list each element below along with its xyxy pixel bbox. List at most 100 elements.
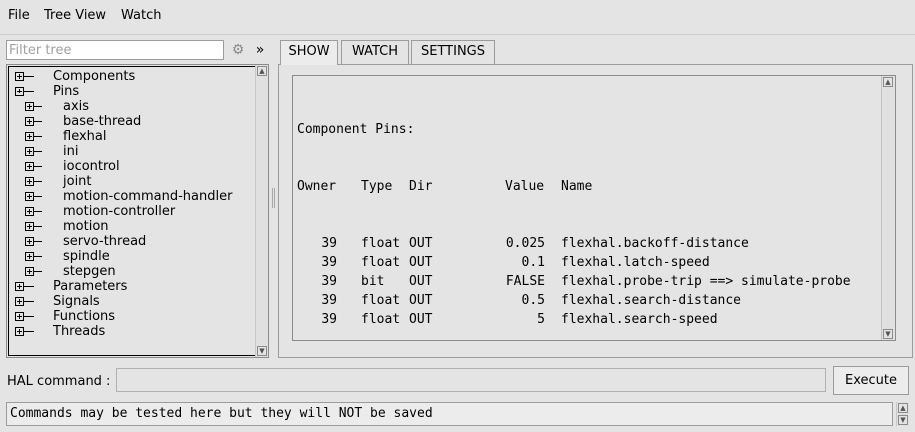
expand-icon[interactable] (15, 297, 24, 306)
tree-item-label: spindle (63, 249, 110, 264)
scroll-down-icon[interactable]: ▼ (898, 415, 908, 425)
tree-item[interactable]: iocontrol (9, 159, 255, 174)
expand-icon[interactable] (25, 177, 34, 186)
menu-file[interactable]: File (8, 8, 30, 23)
tree-connector (24, 331, 34, 332)
tree-item-label: Pins (53, 84, 80, 99)
tree-item-label: joint (63, 174, 92, 189)
expand-icon[interactable] (25, 192, 34, 201)
tree-connector (34, 271, 42, 272)
hal-command-label: HAL command : (7, 374, 111, 389)
output-scrollbar[interactable]: ▲ ▼ (881, 76, 894, 340)
pin-value: FALSE (505, 274, 545, 289)
expand-icon[interactable] (15, 312, 24, 321)
tab-show[interactable]: SHOW (280, 40, 338, 65)
tree-connector (19, 89, 20, 93)
pin-name: flexhal.backoff-distance (561, 236, 749, 251)
pin-type: float (361, 293, 401, 308)
output-heading: Component Pins: (297, 122, 415, 137)
tree-connector (34, 151, 42, 152)
pin-dir: OUT (409, 236, 433, 251)
scroll-up-icon[interactable]: ▲ (257, 66, 267, 76)
tree-item-label: servo-thread (63, 234, 147, 249)
expand-icon[interactable]: » (255, 42, 265, 58)
tree-item[interactable]: motion-controller (9, 204, 255, 219)
tree-item-label: base-thread (63, 114, 142, 129)
tree-item[interactable]: Threads (9, 324, 255, 339)
menu-watch[interactable]: Watch (121, 8, 162, 23)
hal-command-input[interactable] (116, 368, 826, 392)
tree-connector (34, 226, 42, 227)
tree-item[interactable]: stepgen (9, 264, 255, 279)
expand-icon[interactable] (25, 162, 34, 171)
splitter-handle[interactable] (272, 188, 275, 208)
tree-connector (24, 301, 34, 302)
tree-item-label: motion-controller (63, 204, 176, 219)
status-scrollbar[interactable]: ▲ ▼ (896, 402, 909, 426)
pin-owner: 39 (321, 293, 337, 308)
tree-item[interactable]: base-thread (9, 114, 255, 129)
pin-name: flexhal.probe-trip ==> simulate-probe (561, 274, 851, 289)
scroll-down-icon[interactable]: ▼ (257, 346, 267, 356)
pin-owner: 39 (321, 274, 337, 289)
tree-item[interactable]: Components (9, 69, 255, 84)
tree-item[interactable]: spindle (9, 249, 255, 264)
tab-settings[interactable]: SETTINGS (411, 40, 495, 64)
scroll-down-icon[interactable]: ▼ (883, 329, 893, 339)
expand-icon[interactable] (15, 282, 24, 291)
expand-icon[interactable] (25, 147, 34, 156)
tab-watch[interactable]: WATCH (341, 40, 409, 64)
expand-icon[interactable] (25, 237, 34, 246)
tree-item[interactable]: Parameters (9, 279, 255, 294)
tree-item[interactable]: motion-command-handler (9, 189, 255, 204)
tree-scrollbar[interactable]: ▲ ▼ (255, 65, 268, 357)
tree-item[interactable]: Signals (9, 294, 255, 309)
expand-icon[interactable] (25, 222, 34, 231)
pin-dir: OUT (409, 293, 433, 308)
tree-item[interactable]: axis (9, 99, 255, 114)
tree-item-label: ini (63, 144, 79, 159)
tree-connector (24, 316, 34, 317)
tree-connector (34, 256, 42, 257)
menu-tree-view[interactable]: Tree View (44, 8, 107, 23)
pin-dir: OUT (409, 255, 433, 270)
expand-icon[interactable] (25, 132, 34, 141)
expand-icon[interactable] (15, 327, 24, 336)
scroll-up-icon[interactable]: ▲ (898, 403, 908, 413)
expand-icon[interactable] (25, 267, 34, 276)
expand-icon[interactable] (25, 207, 34, 216)
col-value: Value (505, 179, 545, 194)
show-output: Component Pins: Owner Type Dir Value Nam… (292, 75, 896, 341)
pin-value: 0.1 (521, 255, 545, 270)
tree-item[interactable]: motion (9, 219, 255, 234)
pin-dir: OUT (409, 274, 433, 289)
filter-tree-input[interactable] (6, 40, 224, 60)
tree-item[interactable]: ini (9, 144, 255, 159)
tree-item[interactable]: servo-thread (9, 234, 255, 249)
tree-item[interactable]: joint (9, 174, 255, 189)
tree-connector (34, 196, 42, 197)
pin-owner: 39 (321, 236, 337, 251)
tree-item-label: Parameters (53, 279, 128, 294)
tree-connector (24, 286, 34, 287)
tree-item[interactable]: Pins (9, 84, 255, 99)
tree-item-label: stepgen (63, 264, 116, 279)
col-type: Type (361, 179, 393, 194)
execute-button[interactable]: Execute (833, 366, 909, 395)
tree-item[interactable]: Functions (9, 309, 255, 324)
expand-icon[interactable] (25, 102, 34, 111)
scroll-up-icon[interactable]: ▲ (883, 77, 893, 87)
pin-owner: 39 (321, 255, 337, 270)
tree-item[interactable]: flexhal (9, 129, 255, 144)
pin-value: 5 (537, 312, 545, 327)
expand-icon[interactable] (15, 72, 24, 81)
pin-type: float (361, 312, 401, 327)
gear-icon[interactable]: ⚙ (231, 42, 245, 58)
expand-icon[interactable] (25, 117, 34, 126)
tree-item-label: iocontrol (63, 159, 120, 174)
expand-icon[interactable] (25, 252, 34, 261)
